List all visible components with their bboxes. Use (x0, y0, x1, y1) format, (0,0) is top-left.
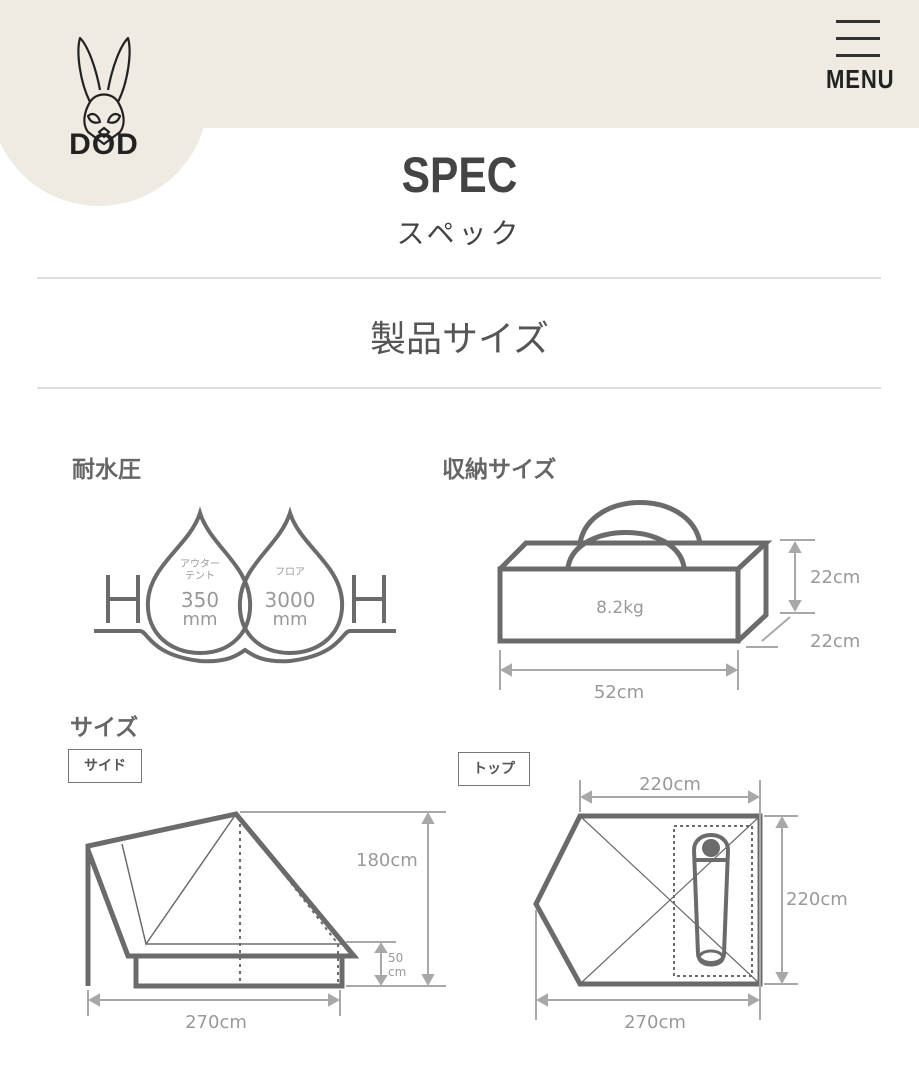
floor-height-value: 50 (388, 951, 403, 965)
top-depth: 220cm (786, 889, 848, 910)
rabbit-logo-icon (77, 36, 131, 146)
side-length: 270cm (185, 1012, 247, 1033)
side-view-tag: サイド (68, 749, 142, 783)
menu-label: MENU (826, 64, 895, 94)
water-resistance-label: 耐水圧 (72, 457, 141, 483)
bag-handle-icon (577, 500, 703, 544)
top-view-diagram: 220cm 220cm 270cm (533, 774, 848, 1033)
size-label: サイズ (70, 715, 139, 741)
hamburger-icon (836, 20, 880, 23)
dod-logo[interactable]: DOD (66, 32, 142, 162)
bag-width: 52cm (594, 682, 644, 703)
hamburger-icon (836, 54, 880, 57)
droplet-floor-icon (237, 506, 345, 656)
bag-depth: 22cm (810, 631, 860, 652)
menu-button[interactable]: MENU (820, 18, 900, 98)
outer-tent-label-2: テント (185, 571, 215, 582)
bag-body-icon (497, 540, 773, 644)
brand-wordmark: DOD (69, 128, 139, 161)
divider (37, 387, 881, 389)
water-resistance-diagram: アウター テント 350 mm フロア 3000 mm (94, 506, 396, 664)
h-right-icon (352, 575, 386, 623)
storage-size-label: 収納サイズ (442, 457, 557, 483)
floor-value: 3000 (265, 588, 316, 612)
h-left-icon (106, 575, 140, 623)
top-length: 270cm (624, 1012, 686, 1033)
hamburger-icon (836, 37, 880, 40)
storage-bag-diagram: 8.2kg 22cm 22cm 52cm (497, 500, 860, 703)
top-view-tag: トップ (458, 752, 530, 786)
page-title: SPEC (401, 147, 518, 203)
outer-tent-label-1: アウター (180, 558, 220, 570)
sleeping-bag-icon (691, 833, 731, 965)
bag-height: 22cm (810, 567, 860, 588)
person-head-icon (702, 839, 720, 857)
page-subtitle: スペック (396, 217, 523, 250)
floor-height-unit: cm (388, 965, 406, 979)
outer-tent-unit: mm (182, 609, 217, 630)
side-view-diagram: 180cm 50 cm 270cm (85, 811, 446, 1033)
bag-weight: 8.2kg (596, 598, 644, 618)
floor-unit: mm (272, 609, 307, 630)
divider (37, 277, 881, 279)
droplet-outer-tent-icon (145, 506, 253, 656)
section-title: 製品サイズ (370, 319, 549, 360)
top-inner-width: 220cm (639, 774, 701, 795)
side-height: 180cm (356, 850, 418, 871)
outer-tent-value: 350 (181, 588, 219, 612)
floor-label: フロア (275, 567, 305, 578)
bag-handle-icon (565, 530, 687, 568)
